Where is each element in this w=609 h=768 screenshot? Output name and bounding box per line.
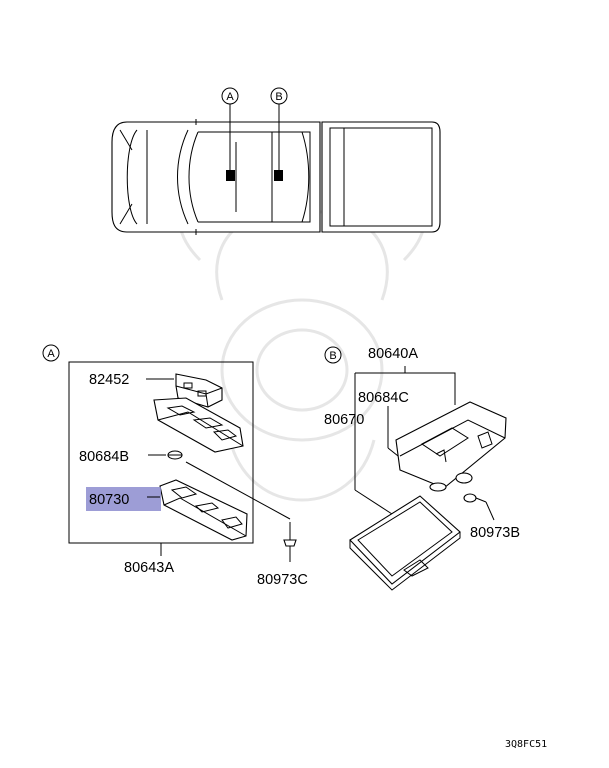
view-marker-a-label: A (226, 91, 234, 103)
lamp-housing-a (153, 397, 244, 453)
view-marker-b: B (270, 87, 288, 105)
group-b-marker: B (324, 346, 342, 364)
part-label-80973c: 80973C (257, 572, 308, 588)
part-label-80730: 80730 (89, 492, 129, 508)
group-a-marker: A (42, 344, 60, 362)
group-a: A 82452 80684B (42, 344, 291, 576)
screw-80973b (463, 493, 487, 503)
lamp-housing-b (395, 401, 507, 489)
group-b: B 80640A 80684C 80670 (324, 346, 520, 591)
part-label-80973b: 80973B (470, 525, 520, 541)
screw-80973c (283, 522, 297, 562)
drawing-code: 3Q8FC51 (505, 739, 547, 750)
lamp-a-location-marker (226, 170, 235, 181)
group-b-marker-label: B (329, 350, 336, 362)
part-label-82452: 82452 (89, 372, 129, 388)
part-label-80684b: 80684B (79, 449, 129, 465)
bulb-80684c (429, 472, 473, 492)
part-label-80684c: 80684C (358, 390, 409, 406)
truck-top-view (111, 104, 441, 235)
view-marker-b-label: B (275, 91, 282, 103)
group-a-marker-label: A (47, 348, 55, 360)
part-label-80670: 80670 (324, 412, 364, 428)
lens-80730 (159, 479, 248, 541)
bulb-80684b (167, 450, 183, 460)
part-label-80643a: 80643A (124, 560, 174, 576)
highlight-80730 (86, 487, 161, 511)
lamp-b-location-marker (274, 170, 283, 181)
lens-80670 (349, 495, 461, 591)
part-label-80640a: 80640A (368, 346, 418, 362)
view-marker-a: A (221, 87, 239, 105)
